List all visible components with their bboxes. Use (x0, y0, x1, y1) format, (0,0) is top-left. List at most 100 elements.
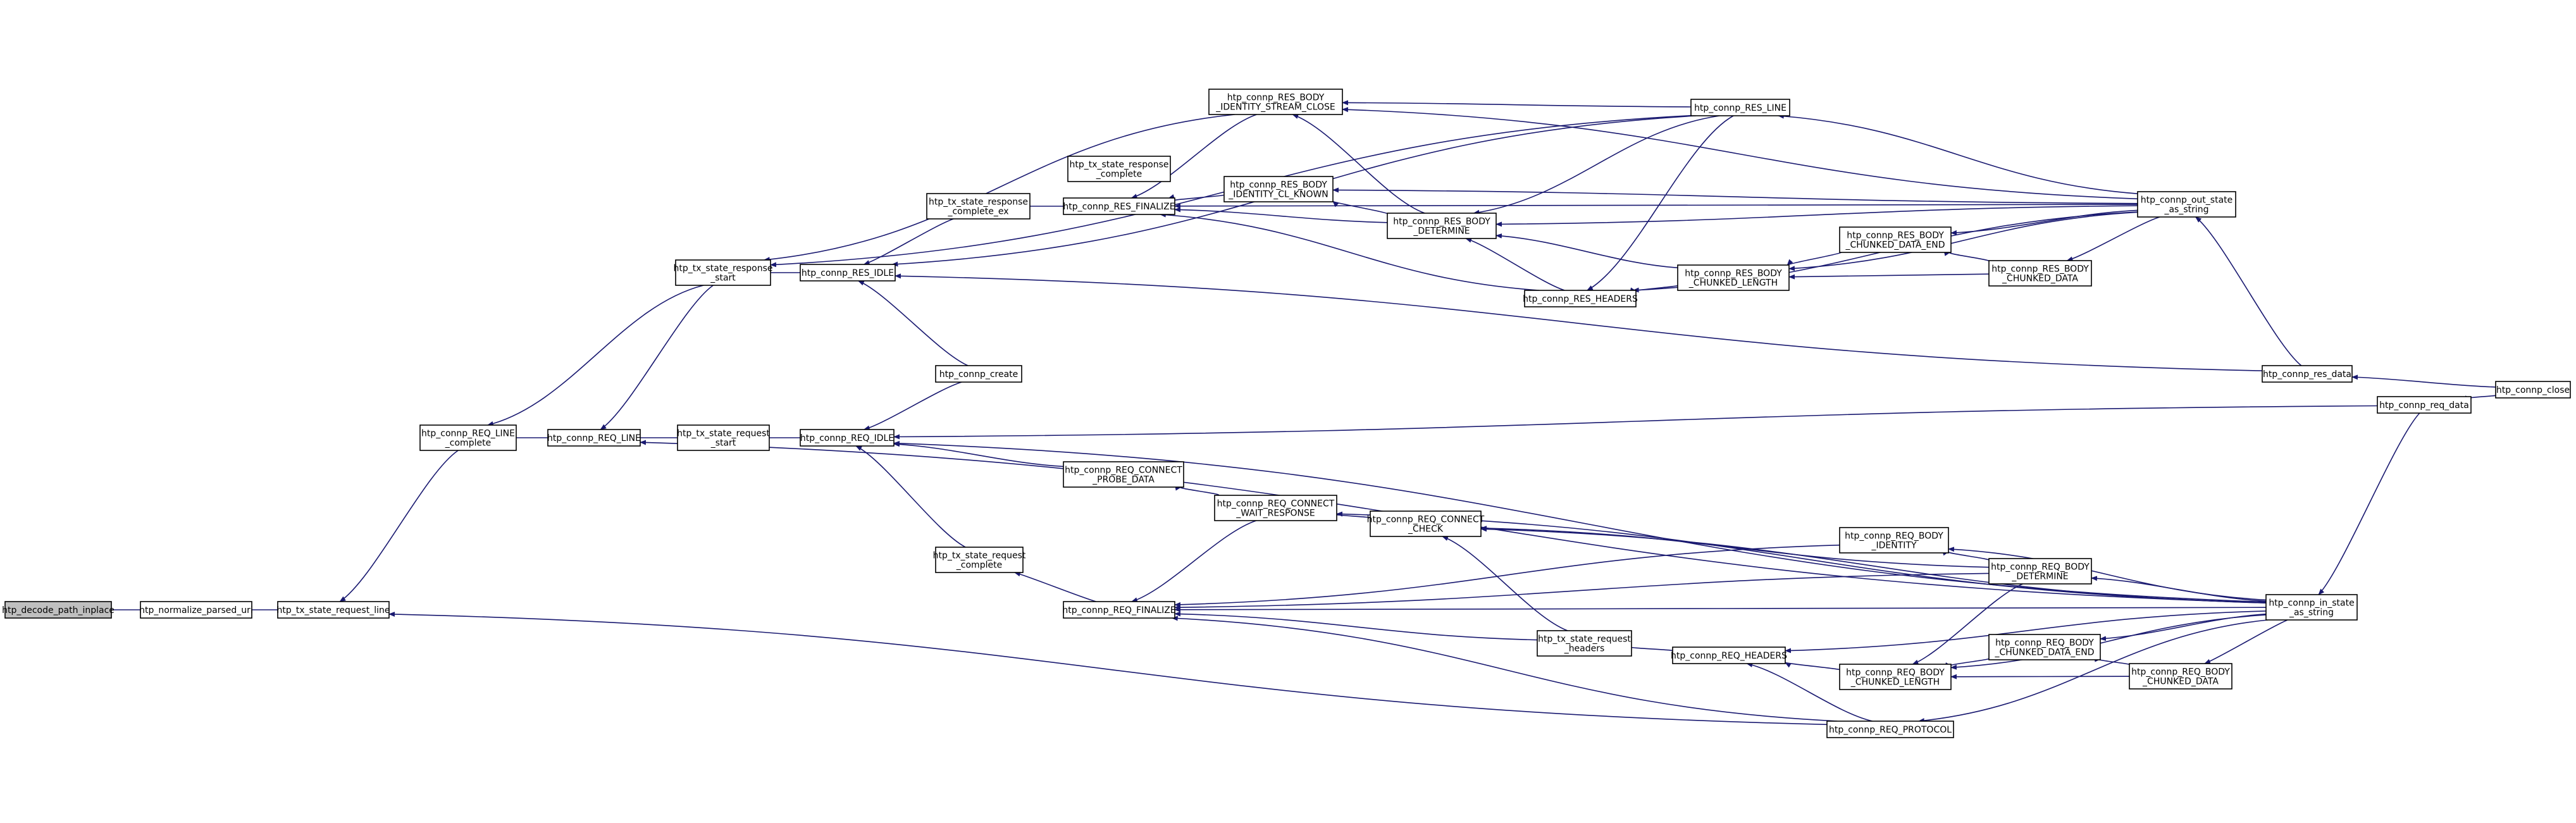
node-req-finalize[interactable]: htp_connp_REQ_FINALIZE (1062, 601, 1176, 619)
node-label-line: htp_connp_REQ_BODY (1991, 562, 2090, 572)
node-req-connect-check[interactable]: htp_connp_REQ_CONNECT_CHECK (1367, 511, 1485, 537)
node-res-body-stream[interactable]: htp_connp_RES_BODY_IDENTITY_STREAM_CLOSE (1208, 89, 1343, 115)
node-label-line: _complete (1096, 170, 1142, 180)
edge-res_body_stream-to-res_line (1342, 100, 1692, 108)
node-label-line: _headers (1564, 644, 1605, 654)
node-box (1690, 99, 1790, 116)
node-label-line: htp_decode_path_inplace (2, 605, 115, 616)
edge-req_idle-to-req_complete (855, 445, 966, 548)
node-res-body-chunked-data-end[interactable]: htp_connp_RES_BODY_CHUNKED_DATA_END (1839, 226, 1952, 253)
node-label-line: htp_connp_RES_BODY (1230, 180, 1327, 190)
node-req-line[interactable]: htp_connp_REQ_LINE (547, 429, 641, 447)
edge-res_idle-to-res_data (895, 273, 2263, 371)
node-label-line: htp_connp_RES_BODY (1393, 217, 1490, 227)
node-res-finalize[interactable]: htp_connp_RES_FINALIZE (1063, 197, 1175, 215)
node-box (1672, 647, 1786, 664)
node-label-line: htp_connp_res_data (2263, 369, 2351, 380)
node-label-line: _start (710, 438, 736, 449)
edge-req_headers_state-to-req_headers (1625, 645, 1673, 652)
node-box (1988, 558, 2092, 585)
node-label-line: htp_connp_out_state (2141, 195, 2233, 206)
node-res-body-determine[interactable]: htp_connp_RES_BODY_DETERMINE (1387, 213, 1497, 239)
node-resp-complete-ex[interactable]: htp_tx_state_response_complete_ex (926, 193, 1031, 220)
node-req-body-identity[interactable]: htp_connp_REQ_BODY_IDENTITY (1839, 527, 1949, 554)
edge-req_finalize-to-req_headers_state (1174, 611, 1538, 641)
node-res-line[interactable]: htp_connp_RES_LINE (1690, 99, 1790, 116)
node-box (277, 601, 390, 619)
node-box (1677, 264, 1790, 291)
node-box (1839, 527, 1949, 554)
node-res-body-cl[interactable]: htp_connp_RES_BODY_IDENTITY_CL_KNOWN (1223, 176, 1334, 202)
node-req-body-determine[interactable]: htp_connp_REQ_BODY_DETERMINE (1988, 558, 2092, 585)
edge-req_body_chunked_data_end-to-req_body_chunked_data (2094, 657, 2132, 666)
node-label-line: htp_connp_RES_BODY (1847, 231, 1944, 241)
node-label-line: htp_connp_REQ_BODY (1845, 531, 1943, 541)
node-label-line: _DETERMINE (1413, 226, 1470, 237)
node-label-line: htp_connp_RES_IDLE (802, 268, 894, 278)
node-label-line: _as_string (2164, 205, 2208, 215)
edge-req_headers-to-req_body_chunked_length (1785, 662, 1840, 671)
node-req-headers[interactable]: htp_connp_REQ_HEADERS (1671, 647, 1787, 664)
node-in-state[interactable]: htp_connp_in_state_as_string (2265, 594, 2358, 621)
node-req-protocol[interactable]: htp_connp_REQ_PROTOCOL (1826, 721, 1954, 738)
node-req-line-state[interactable]: htp_tx_state_request_line (277, 601, 390, 619)
node-label-line: _WAIT_RESPONSE (1235, 509, 1315, 519)
edge-res_body_chunked_data_end-to-res_body_chunked_data (1943, 251, 1990, 263)
node-box (935, 547, 1024, 573)
node-label-line: htp_tx_state_response (929, 197, 1028, 207)
node-box (1067, 156, 1171, 182)
node-label-line: _IDENTITY (1871, 541, 1916, 551)
node-req-body-chunked-length[interactable]: htp_connp_REQ_BODY_CHUNKED_LENGTH (1839, 664, 1952, 690)
edge-req_line-to-resp_start (600, 285, 714, 430)
node-label-line: _DETERMINE (2011, 572, 2068, 582)
edge-res_idle-to-create (857, 280, 969, 366)
node-box (1370, 511, 1482, 537)
edge-res_body_chunked_length-to-res_body_chunked_data_end (1786, 252, 1842, 266)
node-req-complete[interactable]: htp_tx_state_request_complete (933, 547, 1026, 573)
node-label-line: htp_connp_close (2496, 385, 2570, 395)
node-res-headers[interactable]: htp_connp_RES_HEADERS (1523, 290, 1638, 307)
node-req-body-chunked-data[interactable]: htp_connp_REQ_BODY_CHUNKED_DATA (2129, 663, 2232, 690)
node-req-body-chunked-data-end[interactable]: htp_connp_REQ_BODY_CHUNKED_DATA_END (1988, 634, 2101, 660)
node-req-connect-wait[interactable]: htp_connp_REQ_CONNECT_WAIT_RESPONSE (1214, 495, 1337, 521)
node-resp-start[interactable]: htp_tx_state_response_start (673, 259, 773, 286)
node-label-line: htp_connp_REQ_BODY (1846, 668, 1945, 678)
node-res-idle[interactable]: htp_connp_RES_IDLE (800, 264, 896, 282)
node-req-connect-probe[interactable]: htp_connp_REQ_CONNECT_PROBE_DATA (1063, 461, 1184, 488)
node-label-line: _CHUNKED_DATA_END (1845, 240, 1945, 251)
edge-res_finalize-to-res_body_cl (1169, 194, 1225, 201)
node-req-data[interactable]: htp_connp_req_data (2377, 396, 2472, 414)
node-box (677, 424, 770, 451)
node-normalize[interactable]: htp_normalize_parsed_uri (139, 601, 253, 619)
edge-req_body_chunked_data-to-in_state (2204, 619, 2288, 664)
node-create[interactable]: htp_connp_create (935, 365, 1022, 383)
node-label-line: htp_tx_state_response (1069, 160, 1168, 170)
node-decode[interactable]: htp_decode_path_inplace (2, 601, 115, 619)
edge-req_body_determine-to-in_state (2091, 576, 2267, 602)
node-req-line-complete[interactable]: htp_connp_REQ_LINE_complete (419, 424, 517, 451)
node-req-start[interactable]: htp_tx_state_request_start (677, 424, 770, 451)
node-res-body-chunked-data[interactable]: htp_connp_RES_BODY_CHUNKED_DATA (1988, 260, 2092, 287)
edge-req_connect_probe-to-req_connect_wait (1175, 485, 1220, 496)
edge-res_finalize-to-res_body_stream (1130, 114, 1257, 199)
edge-in_state-to-req_data (2318, 412, 2420, 595)
edge-res_line-to-out_state (1777, 113, 2138, 194)
node-res-data[interactable]: htp_connp_res_data (2262, 365, 2353, 383)
node-out-state[interactable]: htp_connp_out_state_as_string (2137, 191, 2236, 218)
node-label-line: htp_connp_REQ_PROTOCOL (1829, 725, 1952, 735)
node-label-line: _start (710, 273, 736, 283)
node-label-line: _CHUNKED_LENGTH (1850, 678, 1940, 688)
node-label-line: htp_tx_state_request (677, 429, 770, 439)
node-req-idle[interactable]: htp_connp_REQ_IDLE (800, 429, 895, 447)
node-label-line: htp_tx_state_request_line (277, 605, 390, 616)
edge-res_body_chunked_data-to-out_state (2066, 216, 2160, 262)
node-close[interactable]: htp_connp_close (2495, 381, 2571, 399)
node-label-line: htp_connp_in_state (2269, 598, 2354, 609)
edge-res_body_chunked_length-to-res_body_chunked_data (1788, 273, 1990, 280)
node-label-line: _CHUNKED_LENGTH (1688, 278, 1778, 288)
node-label-line: _IDENTITY_CL_KNOWN (1228, 190, 1328, 200)
node-req-headers-state[interactable]: htp_tx_state_request_headers (1537, 630, 1632, 657)
node-res-body-chunked-length[interactable]: htp_connp_RES_BODY_CHUNKED_LENGTH (1677, 264, 1790, 291)
node-resp-complete[interactable]: htp_tx_state_response_complete (1067, 156, 1171, 182)
node-box (2377, 396, 2472, 414)
